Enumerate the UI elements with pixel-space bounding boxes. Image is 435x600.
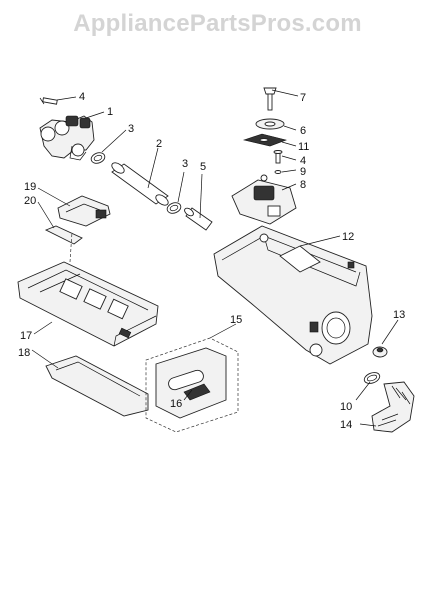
- callout-2: 2: [156, 138, 162, 150]
- callout-3a: 3: [128, 123, 134, 135]
- callout-4a: 4: [79, 91, 85, 103]
- callout-18: 18: [18, 347, 30, 359]
- callout-4b: 4: [300, 155, 306, 167]
- leader-lines: [31, 89, 399, 427]
- part-housing-12: [213, 225, 373, 365]
- callout-9: 9: [300, 166, 306, 178]
- part-tube-5: [184, 207, 213, 231]
- callout-15: 15: [230, 314, 242, 326]
- callout-13: 13: [393, 309, 405, 321]
- part-bellows-14: [371, 381, 415, 433]
- callout-11: 11: [298, 141, 309, 153]
- callout-12: 12: [342, 231, 354, 243]
- part-group-15: [145, 337, 239, 433]
- callout-20: 20: [24, 195, 36, 207]
- watermark-text: AppliancePartsPros.com: [73, 10, 362, 37]
- part-screw-4: [39, 97, 58, 105]
- callout-1: 1: [107, 106, 113, 118]
- part-plate-6: [255, 118, 285, 130]
- callout-17: 17: [20, 330, 32, 342]
- part-gasket-11: [242, 133, 288, 147]
- part-clamp-3a: [90, 152, 106, 164]
- callout-10: 10: [340, 401, 352, 413]
- part-clip-20: [44, 225, 83, 245]
- callout-8: 8: [300, 179, 306, 191]
- part-water-valve-1: [39, 115, 95, 161]
- callout-6: 6: [300, 125, 306, 137]
- part-grommet-13: [372, 346, 388, 358]
- part-clamp-3b: [166, 202, 182, 214]
- callout-16: 16: [170, 398, 182, 410]
- callout-labels: 4 1 3 2 3 5 19 20 17 18 15 16 7 6 11 4 9…: [18, 91, 405, 431]
- callout-5: 5: [200, 161, 206, 173]
- part-tray-18: [45, 355, 149, 417]
- part-screw-7: [263, 87, 277, 111]
- part-drawer-17: [17, 231, 159, 347]
- part-clamp-10: [363, 372, 381, 384]
- part-screw-4b: [273, 150, 283, 164]
- part-bracket-8: [231, 174, 297, 225]
- callout-3b: 3: [182, 158, 188, 170]
- callout-19: 19: [24, 181, 36, 193]
- part-cover-19: [57, 195, 111, 227]
- callout-7: 7: [300, 92, 306, 104]
- callout-14: 14: [340, 419, 352, 431]
- part-hose-2: [111, 162, 169, 206]
- part-washer-9: [274, 170, 282, 174]
